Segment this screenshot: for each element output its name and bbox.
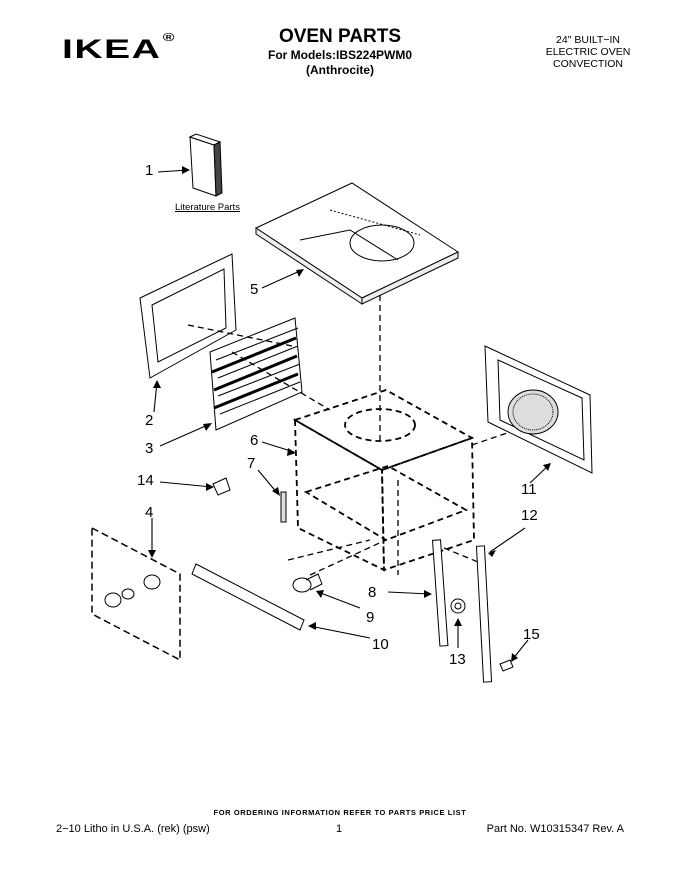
convection-fan-cover <box>484 345 593 474</box>
control-knobs <box>91 526 181 662</box>
ikea-logo: IKEA® <box>62 32 177 64</box>
side-strip <box>280 491 287 523</box>
callout-14: 14 <box>137 472 154 489</box>
product-line-2: ELECTRIC OVEN <box>545 46 631 58</box>
callout-13: 13 <box>449 651 466 668</box>
long-side-trim <box>475 545 493 683</box>
oven-cavity <box>292 389 475 572</box>
callout-15: 15 <box>523 626 540 643</box>
screw <box>499 659 514 672</box>
callout-12: 12 <box>521 507 538 524</box>
arrow-heads <box>148 166 551 662</box>
callout-11: 11 <box>521 481 537 498</box>
product-line-3: CONVECTION <box>552 58 623 70</box>
literature-parts-label: Literature Parts <box>175 202 240 213</box>
callout-10: 10 <box>372 636 389 653</box>
leader-lines <box>151 169 551 661</box>
product-description: 24" BUILT−IN ELECTRIC OVEN CONVECTION <box>528 34 648 70</box>
vent-trim <box>191 563 305 631</box>
callout-4: 4 <box>145 504 154 521</box>
literature-booklet <box>188 133 223 197</box>
models-line: For Models:IBS224PWM0 <box>267 48 413 62</box>
callout-9: 9 <box>366 609 375 626</box>
callout-6: 6 <box>250 432 259 449</box>
assembly-guide-lines <box>187 295 511 576</box>
product-line-1: 24" BUILT−IN <box>556 34 620 46</box>
color-line: (Anthrocite) <box>306 63 374 77</box>
door-latch <box>292 573 323 593</box>
part-number: Part No. W10315347 Rev. A <box>486 823 624 835</box>
hinge-bracket <box>431 539 449 647</box>
grommet <box>450 598 466 614</box>
litho-line: 2−10 Litho in U.S.A. (rek) (psw) <box>56 823 210 835</box>
ordering-note: FOR ORDERING INFORMATION REFER TO PARTS … <box>213 808 467 817</box>
clip-part <box>212 477 231 496</box>
side-frame <box>139 253 237 379</box>
callout-8: 8 <box>368 584 377 601</box>
callout-7: 7 <box>247 455 256 472</box>
callout-5: 5 <box>250 281 259 298</box>
top-panel <box>254 182 460 305</box>
callout-3: 3 <box>145 440 154 457</box>
page-title: OVEN PARTS <box>278 26 402 47</box>
callout-1: 1 <box>145 162 154 179</box>
callout-2: 2 <box>145 412 154 429</box>
page-number: 1 <box>336 823 343 835</box>
